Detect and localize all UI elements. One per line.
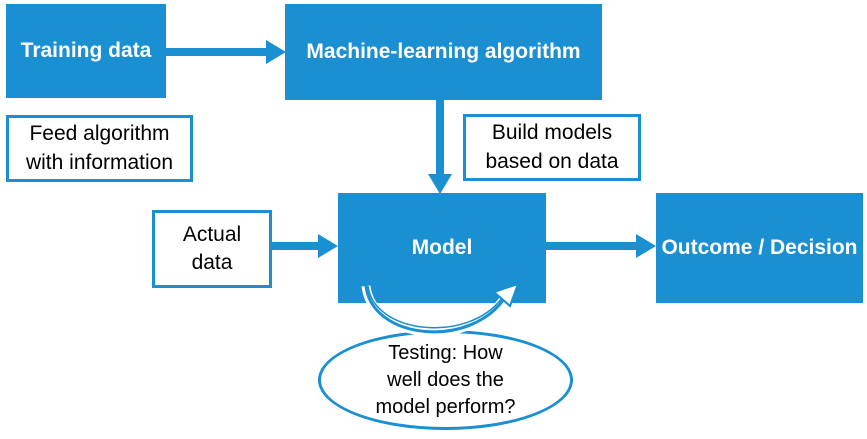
arrow-actual-to-model (272, 234, 338, 258)
arrow-algorithm-to-model (428, 100, 452, 194)
arrow-model-to-outcome (546, 234, 656, 258)
outcome-decision-label: Outcome / Decision (661, 236, 858, 259)
testing-note-ellipse: Testing: How well does the model perform… (318, 330, 573, 430)
feed-algorithm-note: Feed algorithm with information (6, 115, 193, 182)
arrow-training-to-algorithm (166, 40, 286, 64)
ml-algorithm-label: Machine-learning algorithm (306, 40, 581, 63)
training-data-label: Training data (20, 39, 152, 62)
build-models-label: Build models based on data (485, 121, 619, 173)
build-models-note: Build models based on data (463, 114, 641, 181)
actual-data-label: Actual data (182, 222, 242, 274)
model-node: Model (338, 193, 546, 303)
outcome-decision-node: Outcome / Decision (656, 193, 863, 303)
ml-algorithm-node: Machine-learning algorithm (285, 4, 602, 100)
feed-algorithm-label: Feed algorithm with information (25, 122, 174, 174)
testing-note-label: Testing: How well does the model perform… (375, 341, 516, 418)
training-data-node: Training data (6, 4, 166, 98)
actual-data-node: Actual data (152, 210, 272, 288)
model-label: Model (411, 236, 473, 259)
